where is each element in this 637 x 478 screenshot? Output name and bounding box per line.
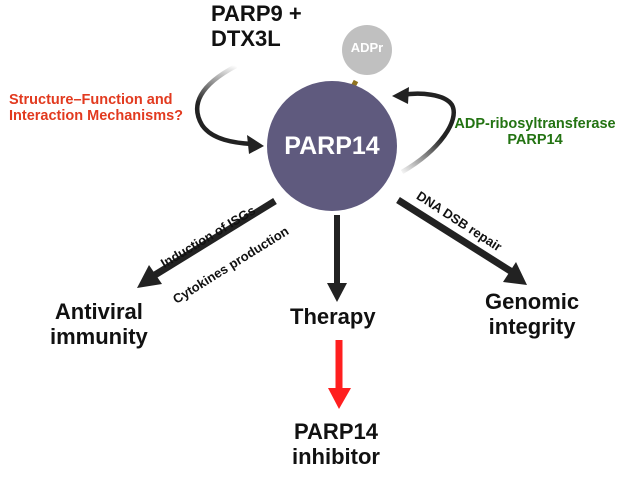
- partner-arrowhead: [247, 135, 264, 154]
- partners-line1: PARP9 +: [211, 1, 302, 26]
- therapy-label: Therapy: [290, 304, 376, 329]
- genomic-line2: integrity: [488, 313, 576, 339]
- adpr-node: [342, 25, 392, 75]
- partner-binding-arrow: [194, 64, 253, 147]
- antiviral-immunity-label: Antiviral immunity: [50, 299, 148, 349]
- partners-label: PARP9 + DTX3L: [211, 1, 302, 51]
- antiviral-line1: Antiviral: [54, 299, 143, 324]
- genomic-arrow-shaft: [396, 197, 514, 275]
- therapy-arrowhead: [327, 283, 347, 302]
- antiviral-arrow-shaft: [148, 198, 277, 281]
- antiviral-line2: immunity: [50, 323, 148, 349]
- inhibitor-arrowhead: [328, 388, 351, 409]
- question-line1: Structure–Function and: [9, 92, 173, 108]
- enzyme-label: ADP-ribosyltransferase PARP14: [440, 116, 630, 148]
- enzyme-line2: PARP14: [507, 132, 563, 149]
- inhibitor-line2: inhibitor: [292, 443, 380, 469]
- enzyme-line1: ADP-ribosyltransferase: [454, 116, 616, 132]
- auto-modification-arrowhead: [392, 87, 409, 104]
- parp14-node-label: PARP14: [284, 132, 380, 160]
- genomic-integrity-label: Genomic integrity: [485, 289, 580, 339]
- partners-line2: DTX3L: [211, 25, 281, 51]
- adpr-label: ADPr: [350, 40, 384, 55]
- antiviral-arrowhead: [137, 265, 162, 288]
- genomic-arrowhead: [503, 262, 527, 285]
- auto-modification-arrow: [400, 91, 456, 174]
- inhibitor-label: PARP14 inhibitor: [292, 419, 380, 469]
- genomic-line1: Genomic: [485, 289, 580, 314]
- parp14-node: [267, 81, 397, 211]
- inhibitor-line1: PARP14: [294, 419, 378, 444]
- question-line2: Interaction Mechanisms?: [9, 108, 184, 125]
- question-label: Structure–Function and Interaction Mecha…: [9, 92, 183, 124]
